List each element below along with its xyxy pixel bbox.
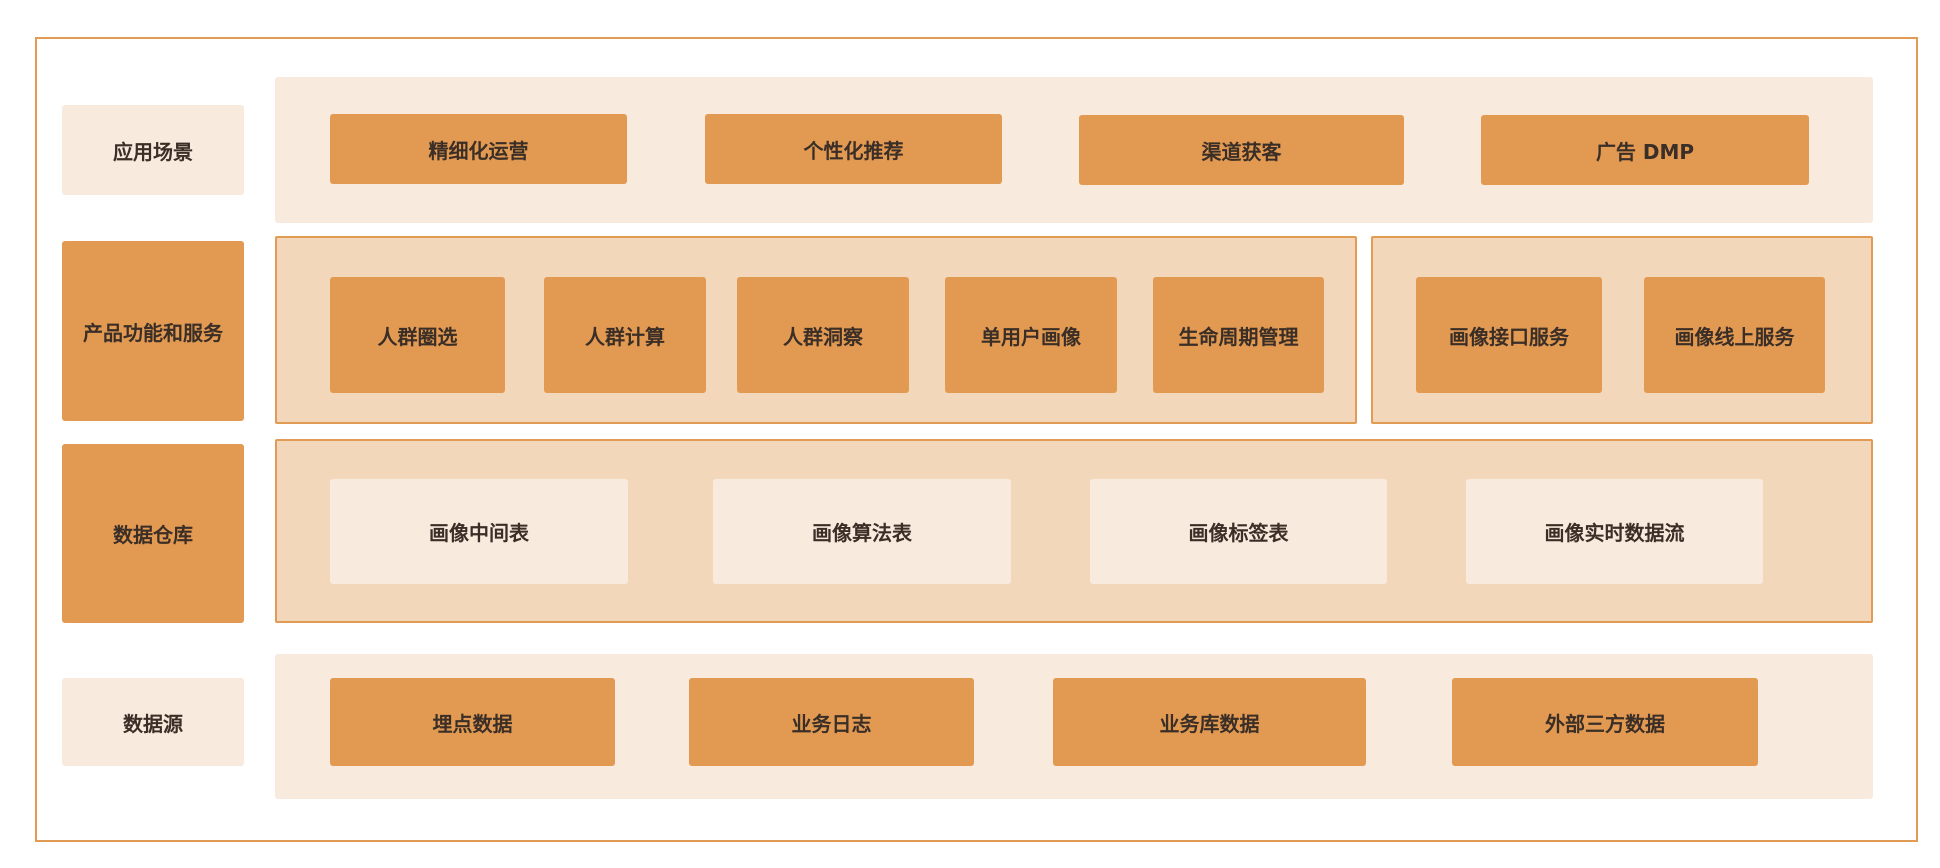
item-profile-realtime-stream: 画像实时数据流 xyxy=(1466,479,1763,584)
layer-label-data-warehouse: 数据仓库 xyxy=(62,444,244,623)
layer-label-product-services: 产品功能和服务 xyxy=(62,241,244,421)
item-profile-intermediate-table: 画像中间表 xyxy=(330,479,628,584)
item-profile-tag-table: 画像标签表 xyxy=(1090,479,1387,584)
item-profile-algorithm-table: 画像算法表 xyxy=(713,479,1011,584)
architecture-frame xyxy=(35,37,1918,842)
item-tracking-data: 埋点数据 xyxy=(330,678,615,766)
item-crowd-insight: 人群洞察 xyxy=(737,277,909,393)
item-profile-api-service: 画像接口服务 xyxy=(1416,277,1602,393)
item-personalized-recommendation: 个性化推荐 xyxy=(705,114,1002,184)
item-crowd-selection: 人群圈选 xyxy=(330,277,505,393)
layer-label-application: 应用场景 xyxy=(62,105,244,195)
item-business-logs: 业务日志 xyxy=(689,678,974,766)
layer-label-data-source: 数据源 xyxy=(62,678,244,766)
item-profile-online-service: 画像线上服务 xyxy=(1644,277,1825,393)
item-single-user-profile: 单用户画像 xyxy=(945,277,1117,393)
item-fine-operations: 精细化运营 xyxy=(330,114,627,184)
item-ad-dmp: 广告 DMP xyxy=(1481,115,1809,185)
item-crowd-computation: 人群计算 xyxy=(544,277,706,393)
item-channel-acquisition: 渠道获客 xyxy=(1079,115,1404,185)
item-third-party-data: 外部三方数据 xyxy=(1452,678,1758,766)
item-business-db-data: 业务库数据 xyxy=(1053,678,1366,766)
item-lifecycle-management: 生命周期管理 xyxy=(1153,277,1324,393)
